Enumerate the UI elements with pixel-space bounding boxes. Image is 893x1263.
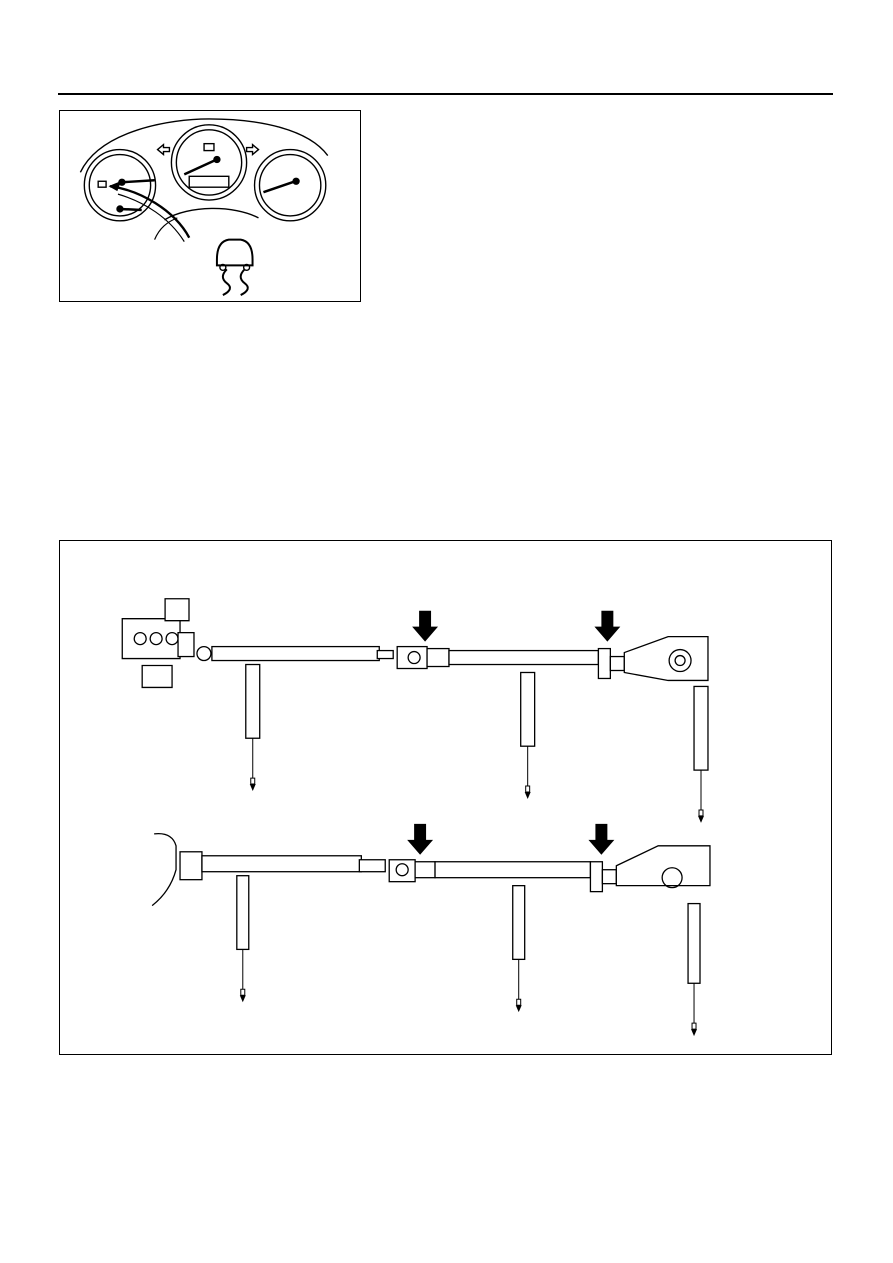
- down-arrow-icon: [407, 823, 615, 855]
- cluster-hood: [79, 118, 329, 173]
- slip-warning-icon: [215, 238, 254, 296]
- lower-shaft-assembly: [151, 832, 711, 984]
- tachometer-icon: [253, 148, 327, 222]
- plumb-bob-icon: [239, 948, 698, 1037]
- propeller-shaft-figure: [59, 540, 832, 1055]
- turn-right-icon: [245, 143, 260, 157]
- speedometer-icon: [170, 124, 248, 201]
- header-rule: [58, 93, 833, 95]
- instrument-cluster-figure: [59, 110, 361, 302]
- transmission-housing: [121, 598, 195, 689]
- plumb-bob-icon: [249, 737, 705, 824]
- instrument-cluster-drawing: [79, 118, 329, 296]
- pointer-arrow: [109, 185, 191, 239]
- fuel-gauge-icon: [83, 148, 157, 222]
- down-arrow-icon: [412, 610, 621, 642]
- upper-shaft-assembly: [121, 598, 709, 771]
- propeller-shaft-drawing: [121, 598, 711, 1037]
- turn-left-icon: [156, 143, 171, 157]
